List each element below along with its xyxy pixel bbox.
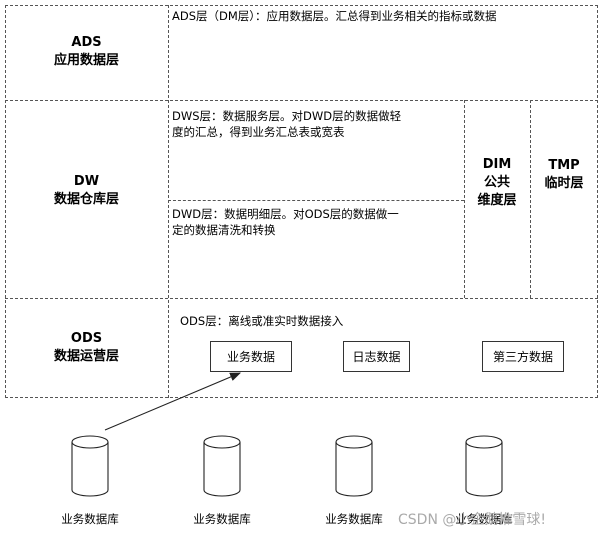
database-label-2: 业务数据库 [193, 512, 251, 526]
database-cylinder-3 [335, 435, 373, 497]
divider-label-column [168, 5, 169, 398]
dws-description: DWS层：数据服务层。对DWD层的数据做轻 度的汇总，得到业务汇总表或宽表 [172, 108, 462, 140]
database-cylinder-1 [71, 435, 109, 497]
ods-layer-label: ODS 数据运营层 [5, 330, 168, 366]
source-business-data: 业务数据 [210, 341, 292, 372]
database-label-1: 业务数据库 [61, 512, 119, 526]
database-label-4: 业务数据库 [455, 512, 513, 526]
dw-layer-label: DW 数据仓库层 [5, 173, 168, 209]
dwd-description: DWD层：数据明细层。对ODS层的数据做一 定的数据清洗和转换 [172, 206, 462, 238]
source-third-party-data: 第三方数据 [482, 341, 564, 372]
dwd-description-line-1: DWD层：数据明细层。对ODS层的数据做一 [172, 207, 399, 221]
database-label-3: 业务数据库 [325, 512, 383, 526]
database-cylinder-4 [465, 435, 503, 497]
ods-name: 数据运营层 [53, 349, 119, 364]
dw-code: DW [73, 174, 100, 189]
watermark: CSDN @小企鹅推雪球! [398, 512, 546, 528]
ods-description: ODS层：离线或准实时数据接入 [180, 314, 344, 328]
ods-code: ODS [70, 331, 103, 346]
ads-layer-label: ADS 应用数据层 [5, 34, 168, 70]
tmp-code: TMP [548, 158, 580, 173]
dws-description-line-1: DWS层：数据服务层。对DWD层的数据做轻 [172, 109, 402, 123]
ads-code: ADS [71, 35, 102, 50]
divider-dim-left [464, 100, 465, 298]
divider-dw-ods [5, 298, 598, 299]
dim-line-2: 公共 [483, 175, 510, 190]
source-log-data: 日志数据 [343, 341, 410, 372]
dim-code: DIM [482, 157, 512, 172]
tmp-name: 临时层 [544, 176, 584, 191]
divider-dws-dwd [168, 200, 464, 201]
ads-name: 应用数据层 [53, 53, 119, 68]
divider-ads-dw [5, 100, 598, 101]
ads-description: ADS层（DM层）：应用数据层。汇总得到业务相关的指标或数据 [172, 9, 497, 23]
ingest-arrow [104, 372, 242, 431]
database-cylinder-2 [203, 435, 241, 497]
dwd-description-line-2: 定的数据清洗和转换 [172, 223, 276, 237]
dws-description-line-2: 度的汇总，得到业务汇总表或宽表 [172, 125, 345, 139]
tmp-layer-label: TMP 临时层 [530, 157, 598, 193]
dw-name: 数据仓库层 [53, 192, 119, 207]
divider-tmp-left [530, 100, 531, 298]
dim-line-3: 维度层 [477, 193, 517, 208]
diagram-frame [5, 5, 598, 398]
dim-layer-label: DIM 公共 维度层 [464, 156, 530, 210]
